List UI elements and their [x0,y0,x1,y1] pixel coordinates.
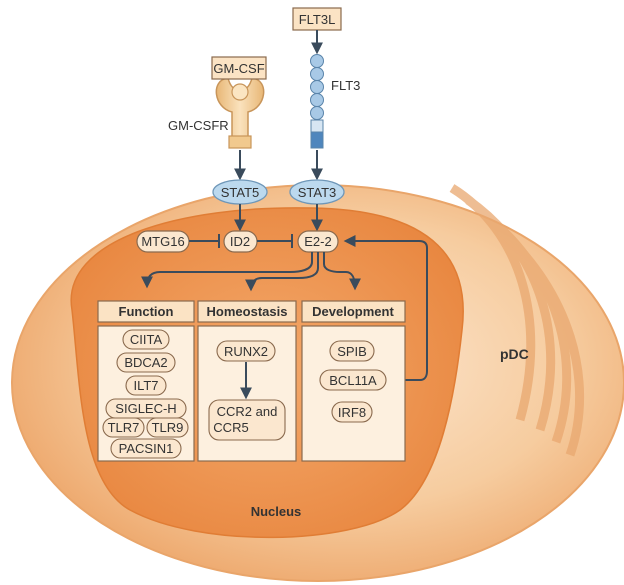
development-panel: Development SPIB BCL11A IRF8 [301,300,406,462]
e22-to-panels-arrows [141,252,361,292]
gmcsf-receptor [215,77,265,149]
e22-label: E2-2 [304,234,331,249]
function-item: ILT7 [133,378,158,393]
homeostasis-panel: Homeostasis RUNX2 CCR2 and CCR5 [197,300,297,462]
flt3l-ligand-label: FLT3L [299,12,336,27]
organelle-arcs [449,184,585,457]
stat5-label: STAT5 [221,185,260,200]
gmcsf-ligand-label: GM-CSF [213,61,264,76]
gmcsf-ligand-box [211,56,267,80]
homeostasis-item: RUNX2 [224,344,268,359]
development-item: IRF8 [338,405,366,420]
development-header: Development [312,304,394,319]
homeostasis-item: CCR5 [213,420,248,435]
id2-inhibits-e22 [257,234,293,248]
id2-label: ID2 [230,234,250,249]
development-item: BCL11A [329,373,377,388]
function-header: Function [119,304,174,319]
flt3-receptor [310,54,324,149]
function-item: BDCA2 [124,355,167,370]
function-item: PACSIN1 [119,441,174,456]
mtg16-inhibits-id2 [189,234,220,248]
development-item: SPIB [337,344,367,359]
mtg16-label: MTG16 [141,234,184,249]
nucleus-label: Nucleus [251,504,302,519]
pdc-label: pDC [500,346,529,362]
homeostasis-item: CCR2 and [217,404,278,419]
function-item: TLR9 [152,420,184,435]
gmcsfr-label: GM-CSFR [168,118,229,133]
function-item: TLR7 [108,420,140,435]
function-item: SIGLEC-H [115,401,176,416]
function-panel: Function CIITA BDCA2 ILT7 SIGLEC-H TLR7 … [97,300,195,462]
homeostasis-header: Homeostasis [207,304,288,319]
function-item: CIITA [130,332,163,347]
flt3-label: FLT3 [331,78,360,93]
stat3-label: STAT3 [298,185,337,200]
bcl11a-to-e22-feedback [343,235,428,381]
